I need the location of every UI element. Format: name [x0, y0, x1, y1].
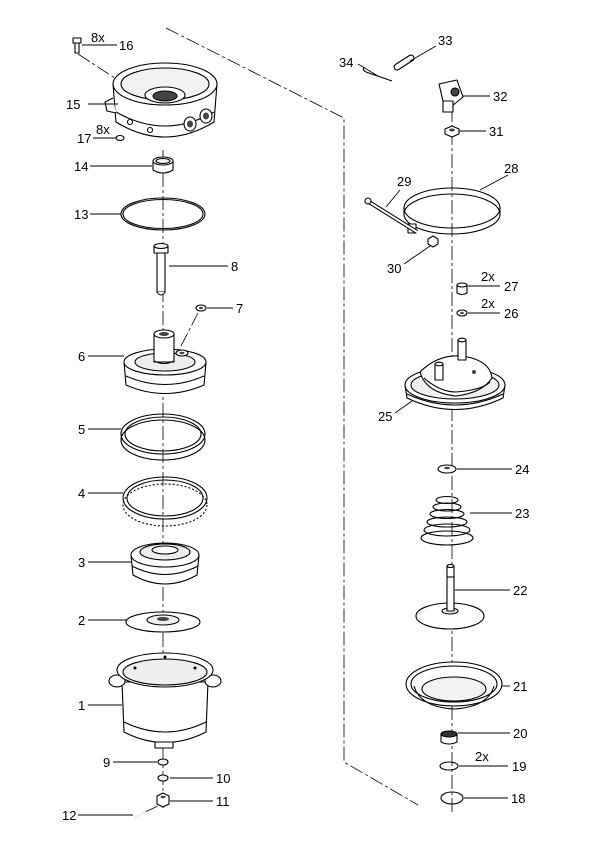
part-12-axis	[144, 805, 159, 813]
leader-lines	[78, 44, 512, 816]
leader-33	[409, 45, 437, 62]
callout-6: 6	[78, 349, 85, 364]
qty-17: 8x	[96, 122, 110, 137]
part-23-spring	[420, 495, 474, 546]
part-8-tube	[153, 242, 169, 296]
part-5-ring	[120, 413, 206, 461]
part-19-o-ring	[439, 761, 459, 771]
qty-16: 8x	[91, 30, 105, 45]
callout-31: 31	[489, 124, 503, 139]
part-11-nut	[156, 792, 170, 808]
part-31-nut	[444, 125, 460, 138]
part-3-piston	[130, 542, 200, 585]
part-14-ring	[152, 156, 174, 174]
part-20-plug	[440, 730, 458, 745]
callout-5: 5	[78, 422, 85, 437]
part-16-screw	[72, 37, 82, 54]
callout-12: 12	[62, 808, 76, 823]
callout-23: 23	[515, 506, 529, 521]
callout-13: 13	[74, 207, 88, 222]
callout-16: 16	[119, 38, 133, 53]
callout-numbers: 16 15 17 14 13 8 7 6 5 4 3 2 1 9 10 11 1…	[62, 33, 529, 823]
callout-9: 9	[103, 755, 110, 770]
leader-30	[403, 245, 431, 265]
callout-20: 20	[513, 726, 527, 741]
leader-28	[479, 174, 509, 191]
callout-25: 25	[378, 409, 392, 424]
callout-29: 29	[397, 174, 411, 189]
callout-4: 4	[78, 486, 85, 501]
part-30-nut	[427, 235, 439, 248]
part-21-diaphragm	[405, 661, 503, 710]
part-7-washer	[195, 304, 207, 312]
callout-10: 10	[216, 771, 230, 786]
callout-15: 15	[66, 97, 80, 112]
leader-34	[357, 63, 379, 77]
callout-8: 8	[231, 259, 238, 274]
qty-27: 2x	[481, 269, 495, 284]
qty-26: 2x	[481, 296, 495, 311]
callout-17: 17	[77, 131, 91, 146]
part-22-stem-disc	[415, 563, 485, 630]
part-24-washer	[437, 464, 457, 474]
callout-1: 1	[78, 698, 85, 713]
callout-28: 28	[504, 161, 518, 176]
callout-34: 34	[339, 55, 353, 70]
part-1-lower-housing	[108, 652, 222, 749]
part-2-disc	[125, 611, 201, 633]
callout-11: 11	[216, 794, 230, 809]
part-17-screw	[115, 134, 125, 142]
part-4-toothed-ring	[122, 476, 208, 527]
part-10-washer	[157, 774, 169, 782]
callout-21: 21	[513, 679, 527, 694]
callout-7: 7	[236, 301, 243, 316]
callout-14: 14	[74, 159, 88, 174]
screw-16-axis	[77, 53, 119, 81]
part-25-upper-housing	[404, 337, 506, 410]
callout-22: 22	[513, 583, 527, 598]
part-18-ring	[440, 791, 464, 805]
leader-29	[385, 189, 401, 208]
connector-axis	[165, 27, 419, 806]
part-32-clevis	[438, 79, 464, 113]
callout-24: 24	[515, 462, 529, 477]
part-12-screw	[133, 810, 147, 819]
part-27-nut	[456, 282, 468, 296]
part-34-pin	[362, 66, 393, 82]
callout-30: 30	[387, 261, 401, 276]
qty-19: 2x	[475, 749, 489, 764]
part-15-body	[104, 62, 218, 138]
callout-3: 3	[78, 555, 85, 570]
callout-18: 18	[511, 791, 525, 806]
part-7-axis	[180, 312, 199, 347]
callout-2: 2	[78, 613, 85, 628]
callout-27: 27	[504, 279, 518, 294]
quantity-markers: 8x 8x 2x 2x 2x	[91, 30, 495, 764]
part-9-washer	[157, 758, 169, 766]
callout-32: 32	[493, 89, 507, 104]
callout-19: 19	[512, 759, 526, 774]
part-29-bolt	[364, 197, 419, 234]
callout-33: 33	[438, 33, 452, 48]
leader-25	[394, 400, 413, 414]
part-6-upper-housing	[123, 329, 207, 395]
callout-26: 26	[504, 306, 518, 321]
part-26-washer	[456, 309, 468, 317]
part-33-pin	[393, 54, 415, 71]
